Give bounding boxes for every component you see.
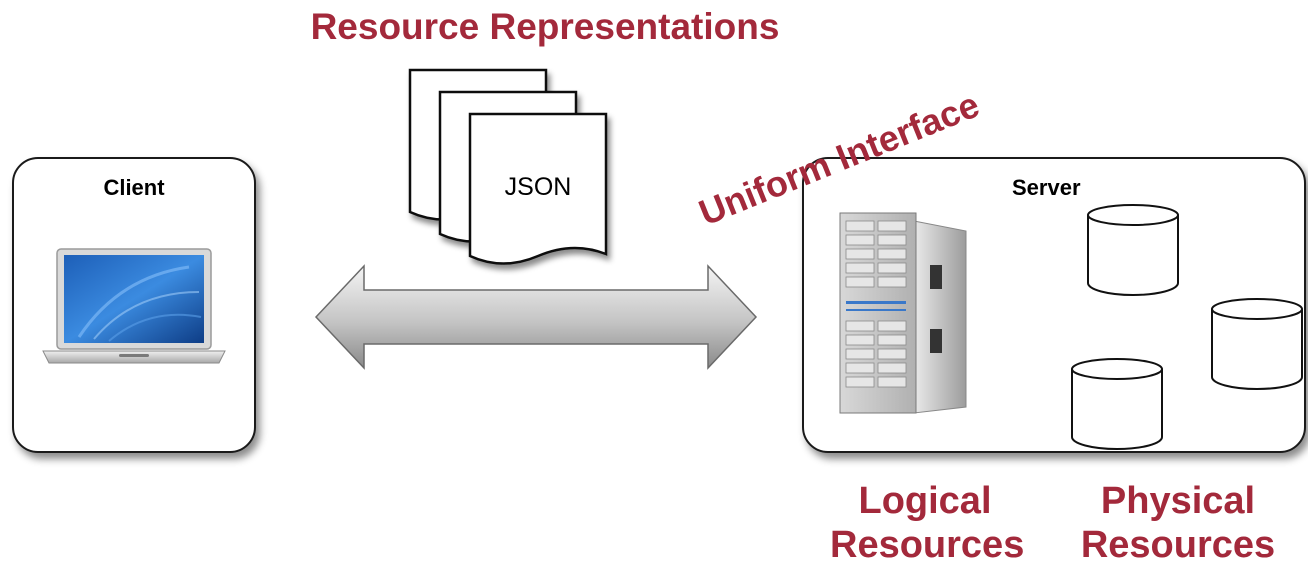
laptop-icon [42,248,226,364]
document-stack-icon: JSON [408,68,608,265]
double-arrow-icon [314,264,758,370]
resource-representations-title: Resource Representations [310,6,780,47]
database-cylinder-icon [1071,358,1163,450]
json-document-label: JSON [505,173,572,201]
database-cylinder-icon [1211,298,1303,390]
server-title: Server [1012,175,1081,200]
database-cylinder-icon [1087,204,1179,296]
logical-resources-text: Logical Resources [830,480,1025,566]
server-rack-icon [839,212,967,414]
client-title: Client [103,175,165,200]
physical-resources-text: Physical Resources [1080,480,1276,566]
physical-resources-label: Physical Resources [1048,480,1308,567]
client-box: Client [12,157,256,453]
logical-resources-label: Logical Resources [800,480,1050,567]
server-box: Server [802,157,1306,453]
